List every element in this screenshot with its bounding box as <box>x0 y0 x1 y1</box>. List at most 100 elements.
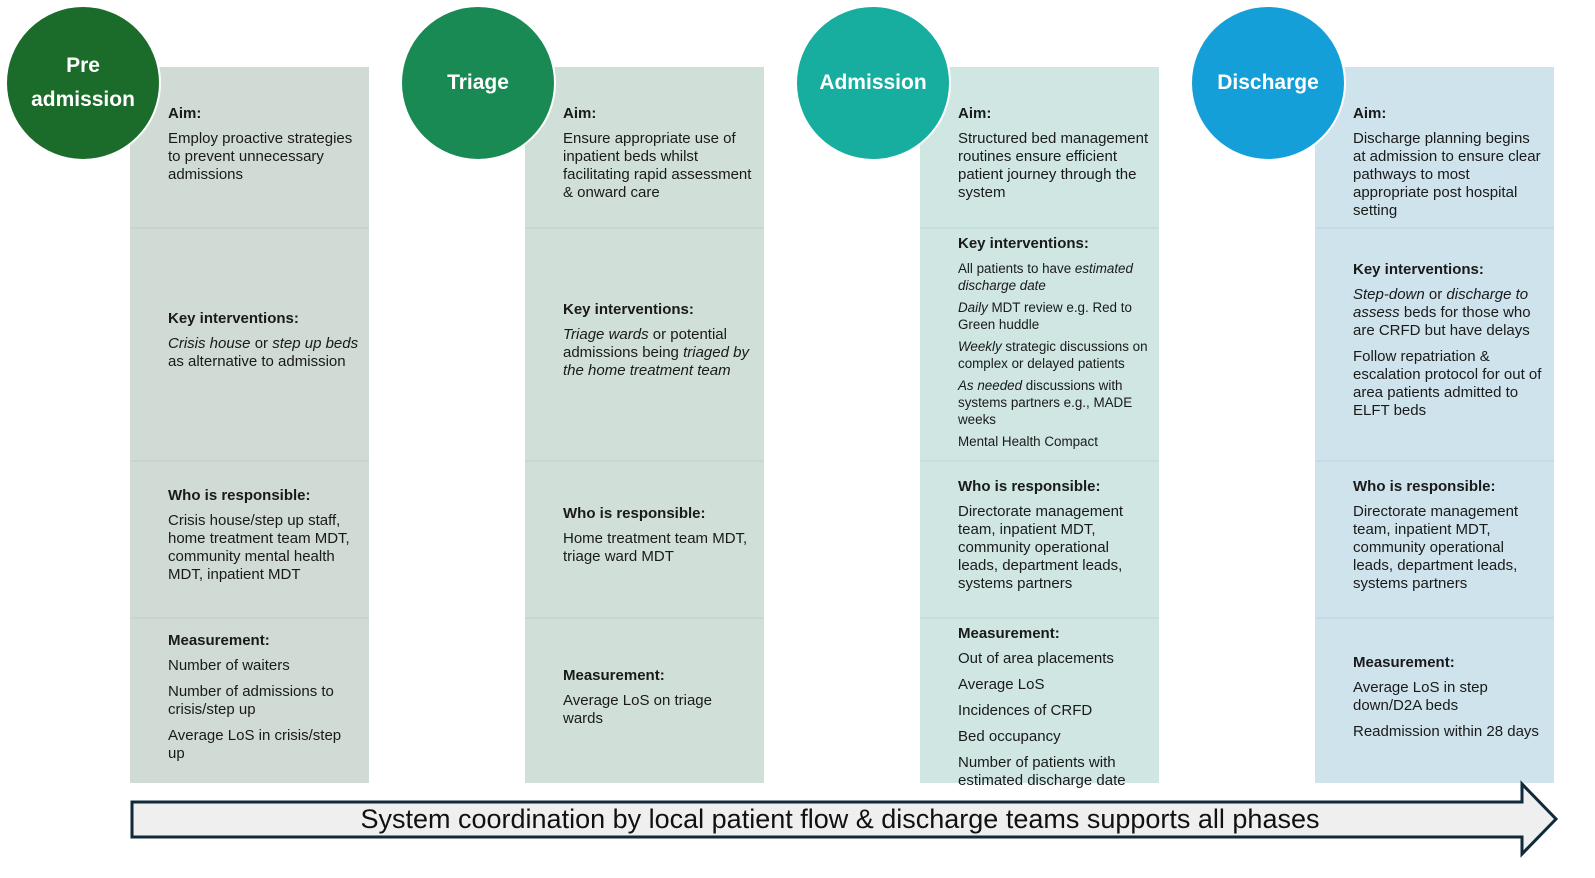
aim-section: Aim:Ensure appropriate use of inpatient … <box>525 67 764 227</box>
text-run: All patients to have <box>958 261 1075 276</box>
emphasis-text: Daily <box>958 300 988 315</box>
phase-card: Aim: Structured bed management routines e… <box>920 67 1159 789</box>
system-coordination-arrow: System coordination by local patient flo… <box>130 780 1560 860</box>
who-is-responsible-section-text: Crisis house/step up staff, home treatme… <box>168 512 350 583</box>
aim-section-heading: Aim: <box>168 105 202 122</box>
measurement-section-content: Measurement: Average LoS on triage wards <box>563 667 756 736</box>
text-run: MDT review e.g. Red to Green huddle <box>958 300 1132 332</box>
who-is-responsible-section-content: Who is responsible:Directorate managemen… <box>1353 478 1546 601</box>
who-is-responsible-section-heading: Who is responsible: <box>563 505 706 522</box>
intervention-item: Step-down or discharge to assess beds fo… <box>1353 286 1546 340</box>
measurement-section: Measurement: Average LoS in step down/D2A… <box>1315 617 1554 783</box>
phase-title-circle: Triage <box>400 5 556 161</box>
key-interventions-section: Key interventions: All patients to have e… <box>920 227 1159 460</box>
phase-title: Discharge <box>1217 66 1319 100</box>
emphasis-text: Crisis house <box>168 335 251 352</box>
key-interventions-section-content: Key interventions: Crisis house or step u… <box>168 310 361 379</box>
aim-section-content: Aim:Ensure appropriate use of inpatient … <box>563 105 756 210</box>
key-interventions-section: Key interventions: Crisis house or step u… <box>130 227 369 460</box>
who-is-responsible-section-text: Directorate management team, inpatient M… <box>1353 503 1519 592</box>
phase-title-circle: Pre admission <box>5 5 161 161</box>
aim-section-heading: Aim: <box>958 105 992 122</box>
emphasis-text: step up beds <box>272 335 359 352</box>
aim-section-heading: Aim: <box>1353 105 1387 122</box>
aim-section-content: Aim: Discharge planning begins at admissi… <box>1353 105 1546 228</box>
key-interventions-section-content: Key interventions: Triage wards or potent… <box>563 301 756 388</box>
emphasis-text: discharge to assess <box>1353 286 1529 321</box>
phase-title-line: admission <box>31 88 135 111</box>
measurement-item: Readmission within 28 days <box>1353 723 1539 740</box>
phase-title: Admission <box>819 66 926 100</box>
key-interventions-section-heading: Key interventions: <box>563 301 694 318</box>
text-run: or <box>1424 286 1447 303</box>
phase-title-circle: Admission <box>795 5 951 161</box>
measurement-section: Measurement: Average LoS on triage wards <box>525 617 764 783</box>
who-is-responsible-section: Who is responsible:Home treatment team M… <box>525 460 764 617</box>
who-is-responsible-section-text: Directorate management team, inpatient M… <box>958 503 1124 592</box>
emphasis-text: Weekly <box>958 339 1002 354</box>
arrow-shape <box>130 780 1559 858</box>
measurement-item: Number of waiters <box>168 657 290 674</box>
emphasis-text: triaged by the home treatment team <box>563 344 749 379</box>
phase-card: Aim: Discharge planning begins at admissi… <box>1315 67 1554 783</box>
text-run: Mental Health Compact <box>958 434 1098 449</box>
phase-pre-admission: Aim: Employ proactive strategies to preve… <box>0 0 380 790</box>
aim-section: Aim: Employ proactive strategies to preve… <box>130 67 369 227</box>
measurement-section-heading: Measurement: <box>168 632 270 649</box>
who-is-responsible-section: Who is responsible:Directorate managemen… <box>1315 460 1554 617</box>
measurement-section-heading: Measurement: <box>1353 654 1455 671</box>
measurement-item: Average LoS <box>958 676 1045 693</box>
emphasis-text: Triage wards <box>563 326 649 343</box>
measurement-section-heading: Measurement: <box>563 667 665 684</box>
measurement-section-content: Measurement: Average LoS in step down/D2A… <box>1353 654 1546 749</box>
aim-section: Aim: Structured bed management routines e… <box>920 67 1159 227</box>
emphasis-text: As needed <box>958 378 1023 393</box>
intervention-item: Crisis house or step up beds as alternat… <box>168 335 361 371</box>
phase-title: Triage <box>447 66 509 100</box>
key-interventions-section-heading: Key interventions: <box>958 235 1089 252</box>
measurement-item: Number of patients with estimated discha… <box>958 754 1126 789</box>
aim-section: Aim: Discharge planning begins at admissi… <box>1315 67 1554 227</box>
phase-title-line: Triage <box>447 71 509 94</box>
text-run: beds for those who are CRFD but have del… <box>1353 304 1531 339</box>
measurement-item: Average LoS in step down/D2A beds <box>1353 679 1488 714</box>
key-interventions-section-content: Key interventions: All patients to have e… <box>958 235 1151 455</box>
key-interventions-section-heading: Key interventions: <box>1353 261 1484 278</box>
text-run: or <box>250 335 273 352</box>
who-is-responsible-section: Who is responsible: Crisis house/step up … <box>130 460 369 617</box>
aim-section-text: Discharge planning begins at admission t… <box>1353 130 1541 219</box>
text-run: or potential admissions being <box>563 326 727 361</box>
measurement-item: Average LoS in crisis/step up <box>168 727 342 762</box>
aim-section-text: Structured bed management routines ensur… <box>958 130 1149 201</box>
who-is-responsible-section: Who is responsible:Directorate managemen… <box>920 460 1159 617</box>
who-is-responsible-section-content: Who is responsible:Directorate managemen… <box>958 478 1151 601</box>
measurement-item: Average LoS on triage wards <box>563 692 712 727</box>
who-is-responsible-section-heading: Who is responsible: <box>168 487 311 504</box>
intervention-item: Mental Health Compact <box>958 433 1151 450</box>
intervention-item: As needed discussions with systems partn… <box>958 377 1151 428</box>
aim-section-text: Employ proactive strategies to prevent u… <box>168 130 353 183</box>
arrow-label: System coordination by local patient flo… <box>360 804 1320 834</box>
phase-discharge: Aim: Discharge planning begins at admissi… <box>1185 0 1565 790</box>
emphasis-text: Step-down <box>1353 286 1425 303</box>
phase-title-circle: Discharge <box>1190 5 1346 161</box>
phase-title-line: Admission <box>819 71 927 94</box>
intervention-item: All patients to have estimated discharge… <box>958 260 1151 294</box>
phase-card: Aim:Ensure appropriate use of inpatient … <box>525 67 764 783</box>
text-run: discussions with systems partners e.g., … <box>958 378 1133 427</box>
aim-section-heading: Aim: <box>563 105 597 122</box>
intervention-item: Weekly strategic discussions on complex … <box>958 338 1151 372</box>
phase-title-line: Pre <box>66 54 100 77</box>
intervention-item: Triage wards or potential admissions bei… <box>563 326 756 380</box>
text-run: Follow repatriation & escalation protoco… <box>1353 348 1542 419</box>
measurement-item: Number of admissions to crisis/step up <box>168 683 334 718</box>
key-interventions-section: Key interventions: Step-down or discharge… <box>1315 227 1554 460</box>
phase-card: Aim: Employ proactive strategies to preve… <box>130 67 369 783</box>
who-is-responsible-section-content: Who is responsible: Crisis house/step up … <box>168 487 361 592</box>
measurement-item: Out of area placements <box>958 650 1114 667</box>
who-is-responsible-section-content: Who is responsible:Home treatment team M… <box>563 505 756 574</box>
key-interventions-section-heading: Key interventions: <box>168 310 299 327</box>
